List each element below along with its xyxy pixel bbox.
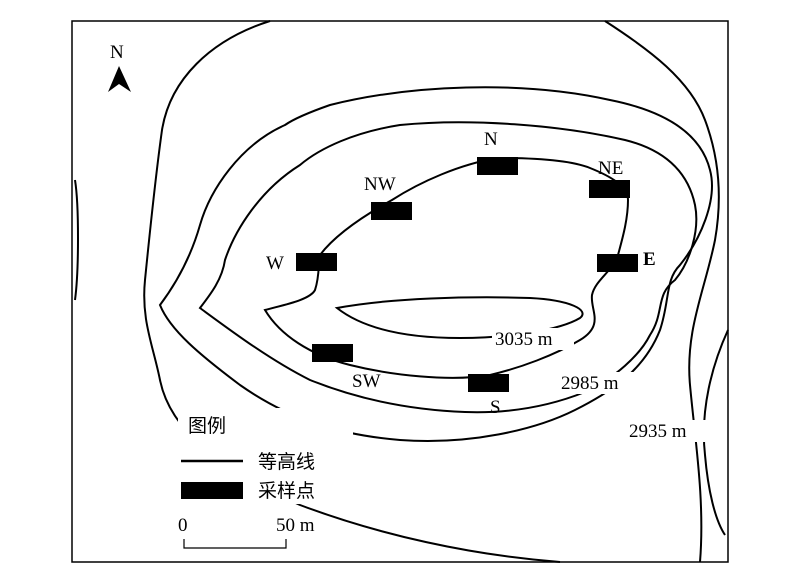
sample-label-e: E: [643, 249, 656, 270]
contour-outer: [143, 20, 561, 563]
sample-point-s: [468, 374, 509, 392]
contour-label-2935: 2935 m: [629, 421, 687, 442]
contour-labels: 3035 m 2985 m 2935 m: [492, 328, 706, 442]
contour-label-2985: 2985 m: [561, 373, 619, 394]
scale-bar: 0 50 m: [178, 515, 315, 549]
legend-contour-label: 等高线: [258, 451, 315, 473]
sample-label-ne: NE: [598, 158, 623, 179]
sample-point-ne: [589, 180, 630, 198]
contour-2985: [198, 121, 698, 414]
contour-lines: [74, 20, 729, 563]
sample-label-sw: SW: [352, 371, 381, 392]
legend: 图例 等高线 采样点: [178, 408, 353, 504]
sample-point-e: [597, 254, 638, 272]
sample-label-w: W: [266, 253, 284, 274]
sampling-points: [296, 157, 638, 392]
contour-far-right: [702, 329, 729, 536]
scale-bar-end-label: 50 m: [276, 515, 315, 536]
scale-bar-start-label: 0: [178, 515, 188, 536]
north-arrow-icon: N: [108, 42, 131, 92]
sample-label-s: S: [490, 397, 501, 418]
sample-point-sw: [312, 344, 353, 362]
contour-outer-right: [604, 20, 720, 563]
contour-3035: [334, 296, 584, 340]
north-arrow-label: N: [110, 42, 124, 63]
sample-label-nw: NW: [364, 174, 396, 195]
contour-inner-ring: [263, 156, 630, 379]
sampling-point-labels: N NE E S SW W NW: [266, 129, 656, 418]
legend-title: 图例: [188, 415, 226, 437]
legend-sample-label: 采样点: [258, 480, 315, 502]
contour-left-edge: [74, 179, 79, 301]
sample-point-n: [477, 157, 518, 175]
sample-point-nw: [371, 202, 412, 220]
sample-point-w: [296, 253, 337, 271]
sample-label-n: N: [484, 129, 498, 150]
contour-label-3035: 3035 m: [495, 329, 553, 350]
legend-sample-swatch: [181, 482, 243, 499]
